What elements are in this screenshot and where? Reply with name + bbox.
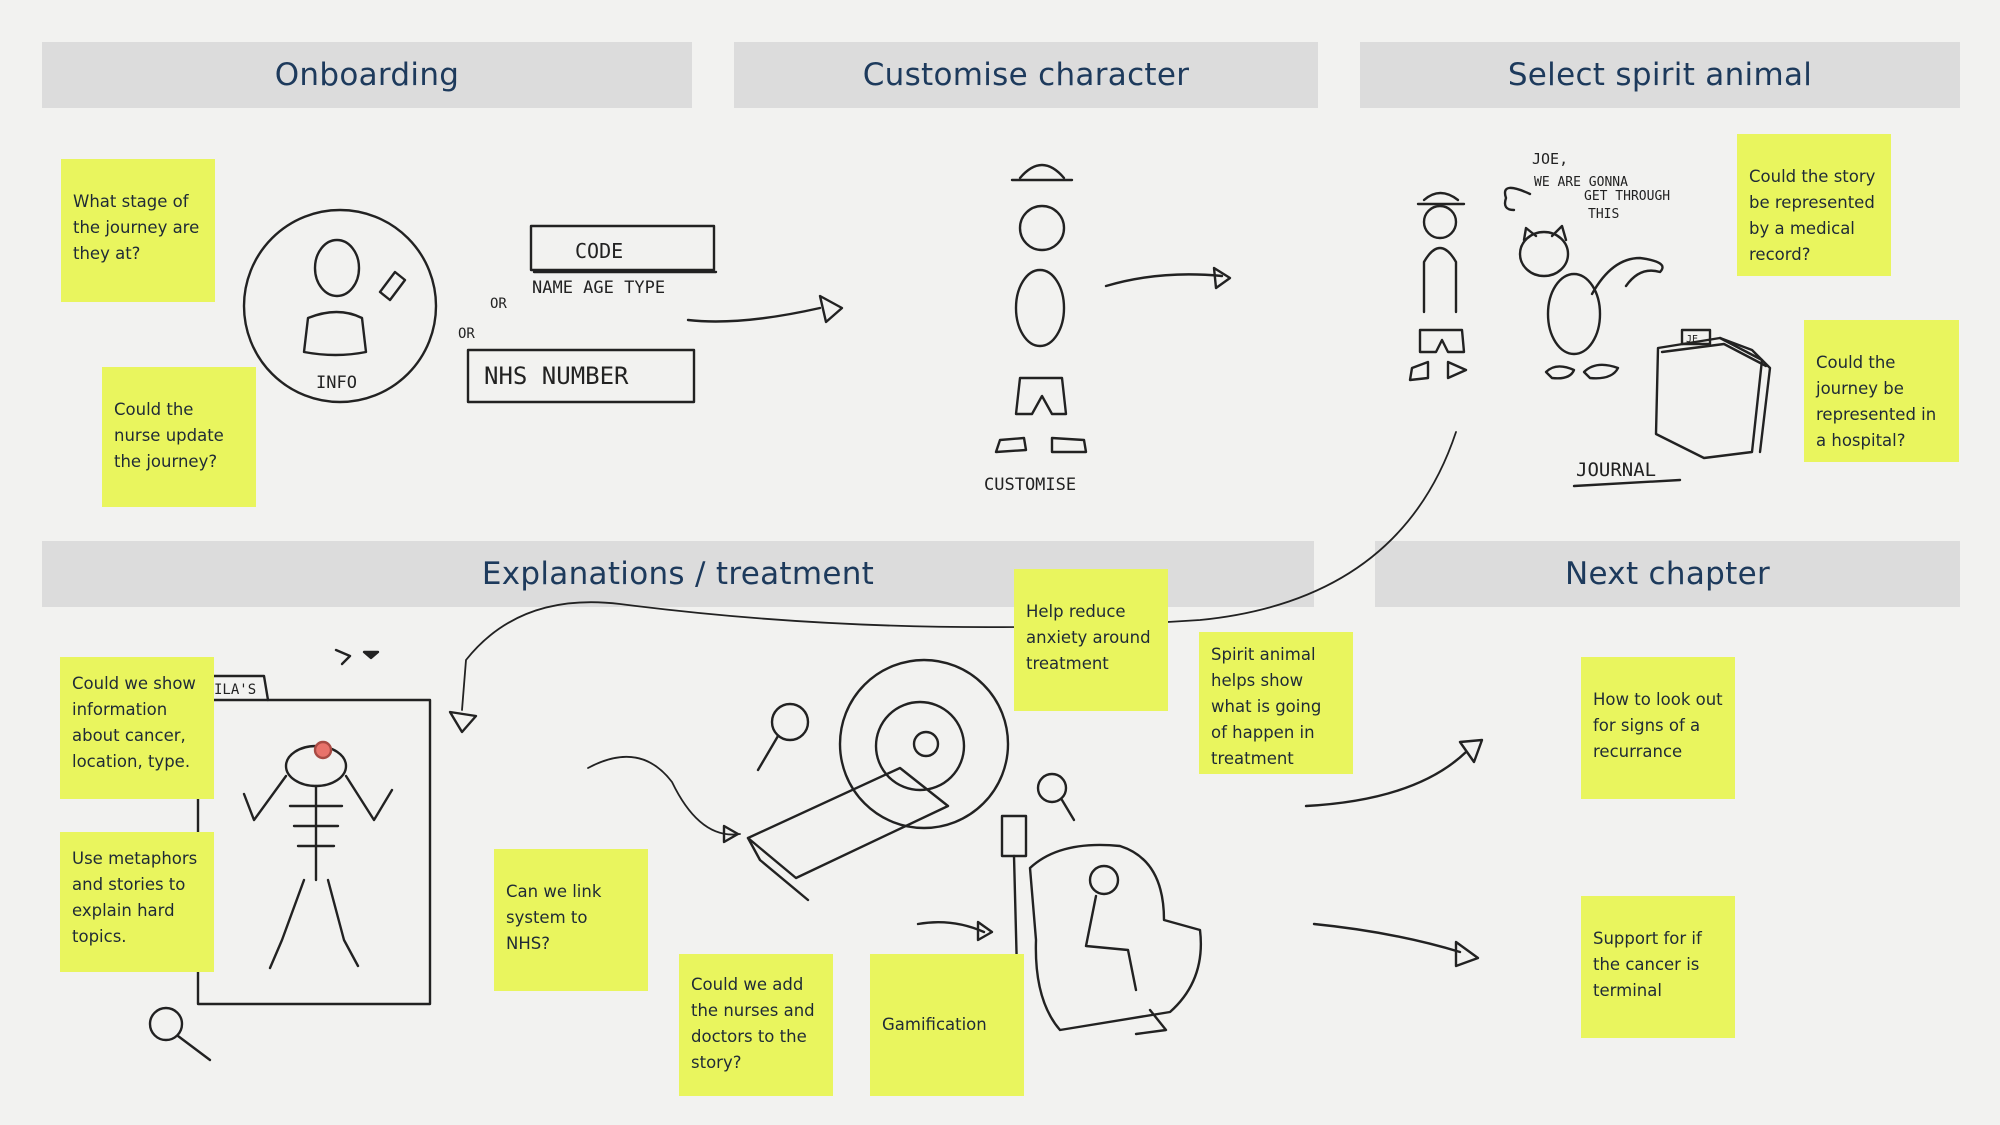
or-label-2: OR [458,326,475,342]
header-next-chapter: Next chapter [1375,541,1960,607]
info-label: INFO [316,373,357,393]
journal-tab-label: JE [1686,334,1698,345]
sticky-journey-stage: What stage of the journey are they at? [61,159,215,302]
sticky-gamification: Gamification [870,954,1024,1096]
joe-line-2: WE ARE GONNA [1534,175,1628,190]
xray-file-sketch: ILA'S [196,648,432,1006]
sticky-cancer-info: Could we show information about cancer, … [60,657,214,799]
joe-line-1: JOE, [1532,150,1568,168]
code-box-sketch: CODE OR NAME AGE TYPE OR NHS NUMBER [458,224,718,404]
sticky-metaphors: Use metaphors and stories to explain har… [60,832,214,972]
customise-label: CUSTOMISE [984,475,1076,495]
kid-figure-sketch: JOE, WE ARE GONNA GET THROUGH THIS [1408,150,1670,382]
cat-sketch [1518,224,1664,380]
header-select-spirit-animal: Select spirit animal [1360,42,1960,108]
sticky-spirit-animal-helps: Spirit animal helps show what is going o… [1199,632,1353,774]
magnifier-sketch-1 [148,1006,212,1062]
sticky-medical-record: Could the story be represented by a medi… [1737,134,1891,276]
sticky-link-nhs: Can we link system to NHS? [494,849,648,991]
journal-label: JOURNAL [1576,459,1656,481]
file-tab-label: ILA'S [214,682,256,698]
joe-line-3: GET THROUGH [1584,189,1670,204]
or-label-1: OR [490,296,507,312]
name-age-type-label: NAME AGE TYPE [532,278,665,298]
sticky-add-nurses: Could we add the nurses and doctors to t… [679,954,833,1096]
sticky-help-anxiety: Help reduce anxiety around treatment [1014,569,1168,711]
sticky-nurse-update: Could the nurse update the journey? [102,367,256,507]
nhs-number-label: NHS NUMBER [484,362,629,390]
sticky-support-terminal: Support for if the cancer is terminal [1581,896,1735,1038]
header-customise-character: Customise character [734,42,1318,108]
header-onboarding: Onboarding [42,42,692,108]
character-parts-sketch: CUSTOMISE [984,163,1088,495]
sticky-signs-recurrance: How to look out for signs of a recurranc… [1581,657,1735,799]
journal-sketch: JE JOURNAL [1572,328,1772,488]
code-label: CODE [575,239,623,263]
mri-scanner-sketch [587,658,1010,902]
joe-line-4: THIS [1588,207,1619,222]
sticky-hospital: Could the journey be represented in a ho… [1804,320,1959,462]
info-circle-sketch: INFO [242,208,438,404]
